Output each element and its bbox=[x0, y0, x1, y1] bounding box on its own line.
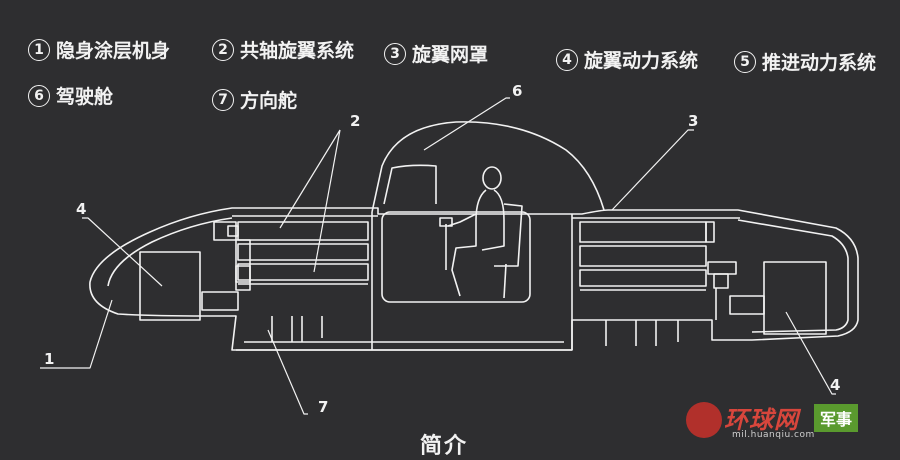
watermark-brand: 环球网 bbox=[724, 406, 799, 434]
legend-label-1: 隐身涂层机身 bbox=[56, 40, 171, 62]
legend-label-2: 共轴旋翼系统 bbox=[240, 40, 355, 62]
hull-inner-contour-rear bbox=[737, 219, 849, 333]
front-drive-shaft bbox=[201, 291, 239, 311]
callout-3: 3 bbox=[688, 112, 698, 130]
legend-number-1: 1 bbox=[28, 38, 50, 61]
rudder-vanes-front bbox=[271, 316, 323, 342]
legend-item-3: 3 旋翼网罩 bbox=[384, 40, 488, 67]
legend-label-7: 方向舵 bbox=[240, 90, 298, 112]
hull-inner-contour bbox=[107, 217, 233, 287]
front-rotor-stack bbox=[213, 221, 369, 291]
legend-number-5: 5 bbox=[734, 50, 756, 73]
legend-item-1: 1 隐身涂层机身 bbox=[28, 36, 170, 63]
callout-1: 1 bbox=[44, 350, 54, 368]
rear-rotor-stack bbox=[579, 221, 737, 320]
legend-label-4: 旋翼动力系统 bbox=[584, 50, 699, 72]
watermark-logo-icon bbox=[686, 402, 722, 438]
hull-outline bbox=[89, 207, 859, 351]
legend-label-3: 旋翼网罩 bbox=[412, 44, 489, 66]
site-watermark: 环球网 军事 mil.huanqiu.com bbox=[686, 400, 886, 444]
legend-number-4: 4 bbox=[556, 48, 578, 71]
callout-2: 2 bbox=[350, 112, 360, 130]
cockpit-canopy bbox=[371, 121, 605, 213]
legend-item-7: 7 方向舵 bbox=[212, 86, 297, 113]
leader-lines bbox=[40, 97, 836, 415]
canopy-inner-line bbox=[383, 164, 437, 205]
legend-number-6: 6 bbox=[28, 84, 50, 107]
legend-item-6: 6 驾驶舱 bbox=[28, 82, 113, 109]
pilot-figure bbox=[439, 166, 523, 299]
watermark-tag: 军事 bbox=[814, 404, 859, 432]
rear-power-unit bbox=[763, 261, 827, 335]
callout-6: 6 bbox=[512, 82, 522, 100]
legend-label-5: 推进动力系统 bbox=[762, 52, 877, 74]
legend-label-6: 驾驶舱 bbox=[56, 86, 114, 108]
watermark-url: mil.huanqiu.com bbox=[732, 430, 815, 440]
diagram-caption: 简介 bbox=[420, 434, 469, 459]
callout-7: 7 bbox=[318, 398, 328, 416]
legend-number-3: 3 bbox=[384, 42, 406, 65]
legend-item-4: 4 旋翼动力系统 bbox=[556, 46, 698, 73]
legend-number-2: 2 bbox=[212, 38, 234, 61]
legend-item-2: 2 共轴旋翼系统 bbox=[212, 36, 354, 63]
callout-labels: 1 2 3 4 4 6 7 bbox=[44, 82, 840, 416]
callout-4-rear: 4 bbox=[830, 376, 840, 394]
cockpit-cabin bbox=[381, 211, 531, 303]
legend-number-7: 7 bbox=[212, 88, 234, 111]
legend-item-5: 5 推进动力系统 bbox=[734, 48, 876, 75]
front-power-unit bbox=[139, 251, 201, 321]
callout-4-front: 4 bbox=[76, 200, 86, 218]
rear-drive-shaft bbox=[729, 295, 765, 315]
rudder-vanes-rear bbox=[605, 320, 679, 346]
